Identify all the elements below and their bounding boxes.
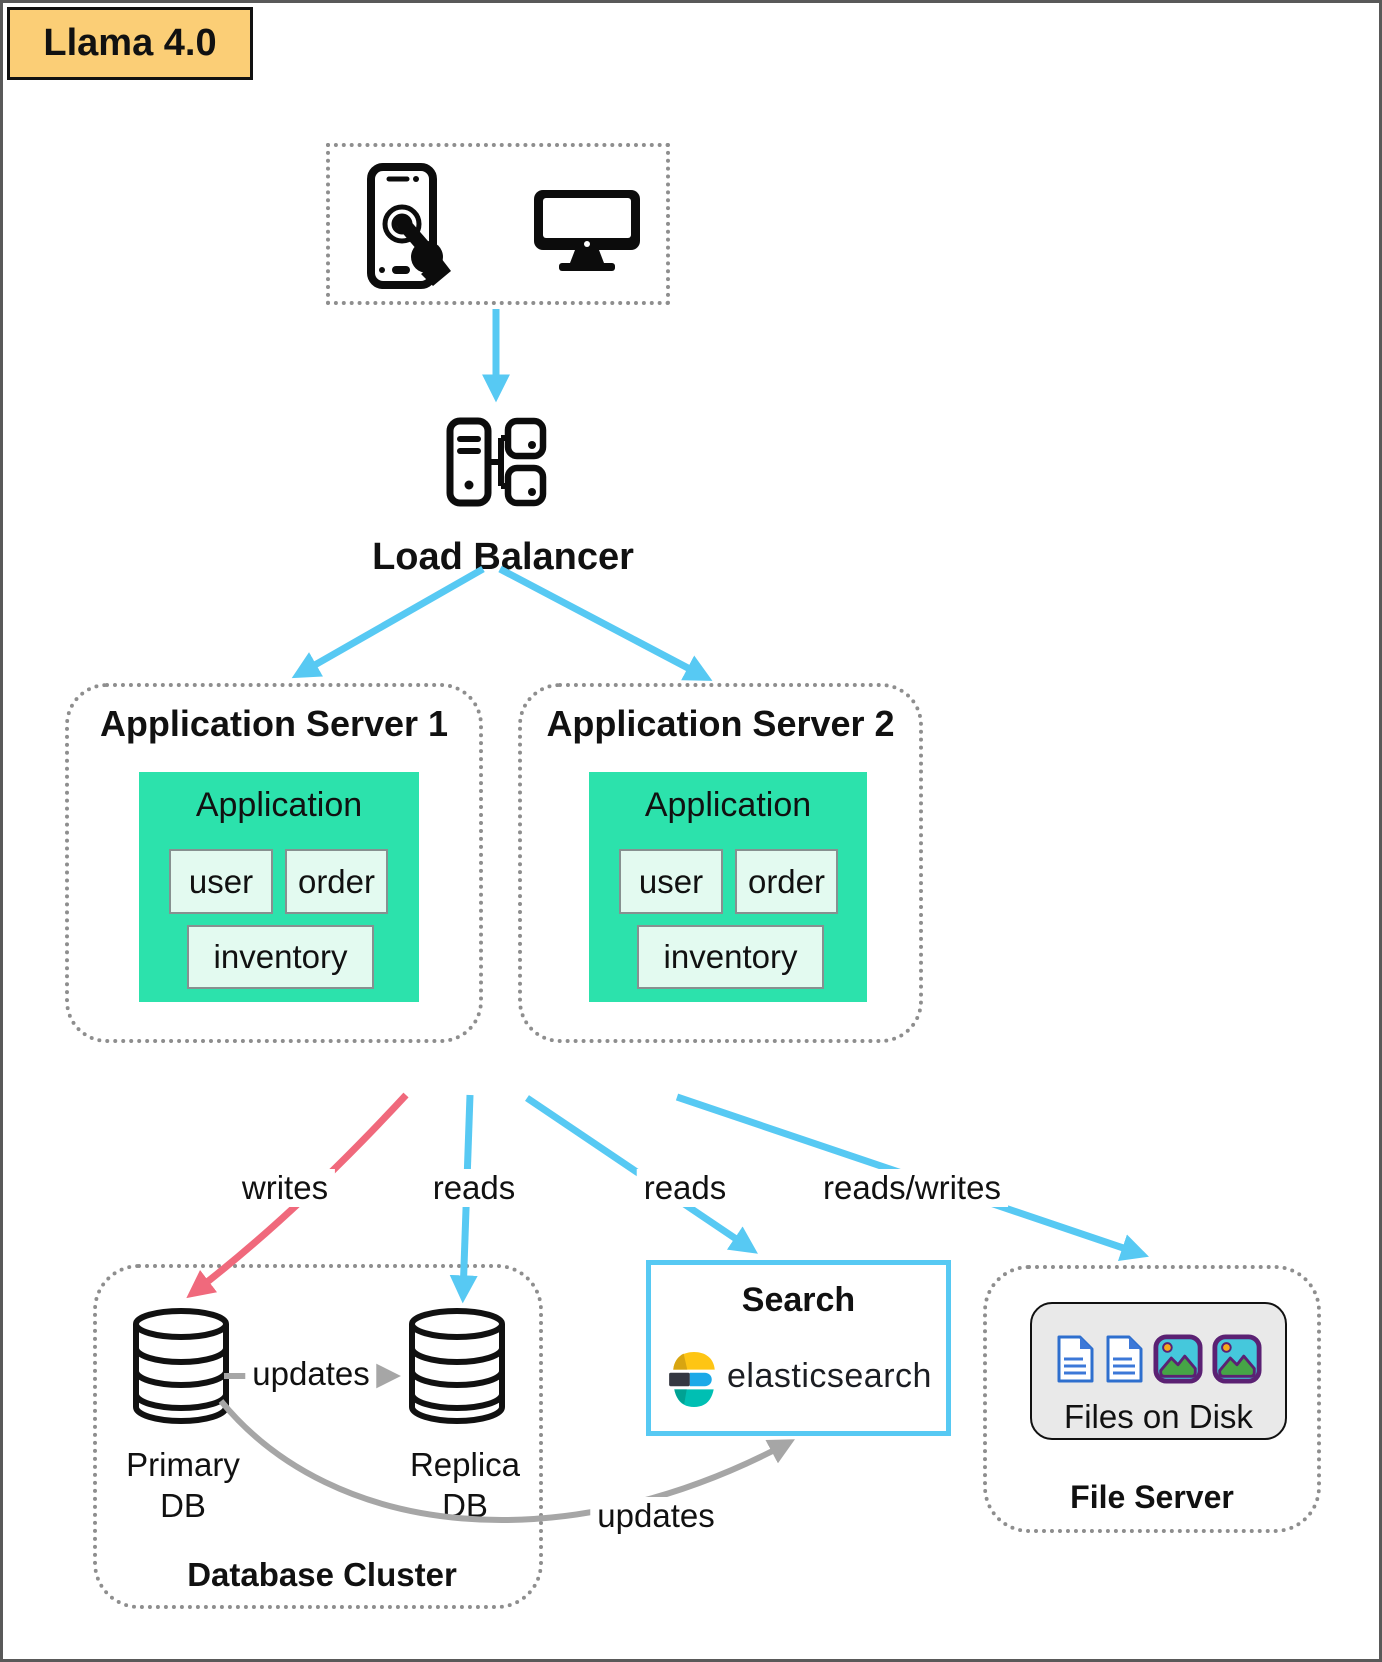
module-order: order	[285, 849, 388, 914]
app-server-2-application: Application user order inventory	[589, 772, 867, 1002]
monitor-icon	[534, 190, 640, 271]
application-label: Application	[644, 786, 812, 824]
edge-label-reads-db: reads	[425, 1169, 523, 1207]
arrow-lb-to-app-server-2	[498, 565, 713, 681]
file-server-box: Files on Disk File Server	[983, 1265, 1321, 1533]
app-server-1-title: Application Server 1	[99, 703, 449, 744]
document-icon	[1057, 1335, 1094, 1383]
search-box: Search elasticsearch	[646, 1260, 951, 1436]
file-icons-row	[1032, 1334, 1285, 1384]
search-title: Search	[741, 1281, 856, 1319]
diagram-title-badge: Llama 4.0	[7, 7, 253, 80]
image-icon	[1212, 1334, 1262, 1384]
app-server-1-application: Application user order inventory	[139, 772, 419, 1002]
application-label: Application	[195, 786, 363, 824]
files-on-disk-box: Files on Disk	[1030, 1302, 1287, 1440]
replica-db-label: Replica DB	[409, 1446, 521, 1525]
files-on-disk-label: Files on Disk	[1064, 1398, 1253, 1435]
load-balancer-icon	[446, 417, 547, 507]
app-server-1-box: Application Server 1 Application user or…	[65, 683, 483, 1043]
edge-label-reads-search: reads	[636, 1169, 734, 1207]
file-server-title: File Server	[1070, 1479, 1234, 1515]
edge-label-search-updates: updates	[590, 1497, 722, 1535]
edge-label-writes: writes	[234, 1169, 336, 1207]
app-server-2-title: Application Server 2	[546, 703, 895, 744]
arrow-lb-to-app-server-1	[291, 565, 485, 679]
app-server-2-box: Application Server 2 Application user or…	[518, 683, 923, 1043]
database-icon-replica	[409, 1308, 505, 1424]
module-user: user	[619, 849, 723, 914]
database-cluster-title: Database Cluster	[187, 1556, 457, 1593]
phone-touch-icon	[367, 163, 451, 289]
module-inventory: inventory	[637, 925, 824, 989]
module-user: user	[169, 849, 273, 914]
document-icon	[1106, 1335, 1143, 1383]
image-icon	[1153, 1334, 1203, 1384]
primary-db-label: Primary DB	[126, 1446, 240, 1525]
clients-box	[326, 143, 670, 305]
edge-label-db-updates: updates	[245, 1355, 377, 1393]
database-cluster-box: Primary DB Replica DB Database Cluster	[93, 1264, 543, 1609]
elasticsearch-label: elasticsearch	[727, 1357, 932, 1395]
edge-label-reads-writes: reads/writes	[816, 1169, 1008, 1207]
module-inventory: inventory	[187, 925, 374, 989]
module-order: order	[735, 849, 838, 914]
database-icon-primary	[133, 1308, 229, 1424]
elasticsearch-logo	[669, 1352, 715, 1407]
load-balancer-label: Load Balancer	[372, 536, 634, 578]
